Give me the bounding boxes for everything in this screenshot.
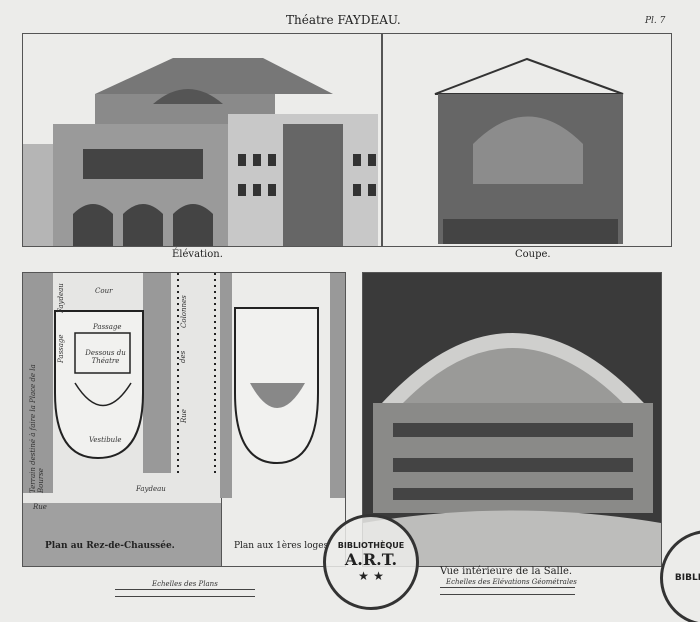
elevation-caption: Élévation. <box>172 249 223 260</box>
ground-plan-caption: Plan au Rez-de-Chaussée. <box>45 541 175 551</box>
star-icon: ★ ★ <box>358 569 384 583</box>
library-stamp: BIBLIOTHÈQUE A.R.T. ★ ★ <box>323 514 419 610</box>
rue-des-colonnes-2: des <box>179 350 187 363</box>
library-stamp-partial: BIBLI <box>660 530 700 622</box>
plate-title: Théatre FAYDEAU. <box>286 13 401 27</box>
ground-plan-drawing <box>23 273 221 566</box>
first-plan-drawing <box>220 273 345 498</box>
stamp-center-text: A.R.T. <box>344 550 398 569</box>
elevations-scale-bar <box>440 587 575 595</box>
elevation-panel <box>22 33 382 247</box>
interior-panel <box>362 272 662 567</box>
stamp-ring-text: BIBLIOTHÈQUE <box>337 541 405 550</box>
passage-label: Passage <box>93 323 122 331</box>
rue-faydeau-label-2: Faydeau <box>136 485 166 493</box>
rue-faydeau-label-1: Rue <box>33 503 47 511</box>
interior-caption: Vue intérieure de la Salle. <box>440 566 573 577</box>
section-drawing <box>434 57 624 244</box>
passage-vertical-label: Passage <box>57 334 65 363</box>
terrain-label: Terrain destiné à faire la Place de la B… <box>29 364 45 493</box>
section-panel <box>382 33 672 247</box>
faydeau-vertical-label: Faydeau <box>57 283 65 313</box>
court-label: Cour <box>95 287 113 295</box>
plate-number: Pl. 7 <box>645 16 666 26</box>
plans-scale-bar <box>115 589 255 597</box>
rue-des-colonnes-1: Rue <box>180 409 188 423</box>
first-plan-caption: Plan aux 1ères loges <box>234 541 329 551</box>
elevation-drawing <box>23 58 378 246</box>
section-caption: Coupe. <box>515 249 551 260</box>
elevations-scale-label: Echelles des Elévations Géométrales <box>446 578 577 586</box>
first-plan-panel: Rue des Colonnes Plan aux 1ères loges <box>179 272 346 567</box>
under-stage-label: Dessous du Théatre <box>85 349 126 365</box>
plans-scale-label: Echelles des Plans <box>152 580 218 588</box>
interior-drawing <box>363 333 661 566</box>
rue-des-colonnes-3: Colonnes <box>180 295 188 328</box>
ground-plan-panel: Cour Faydeau Passage Passage Dessous du … <box>22 272 222 567</box>
vestibule-label: Vestibule <box>89 436 122 444</box>
